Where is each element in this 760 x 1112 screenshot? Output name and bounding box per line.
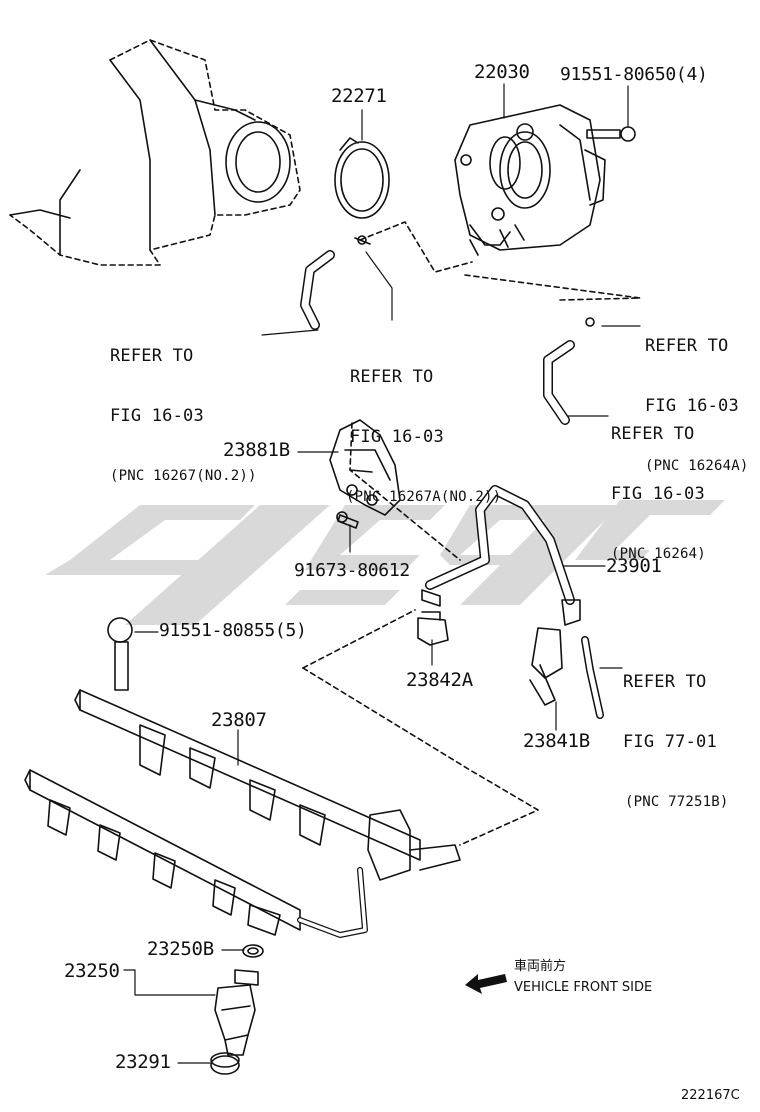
label-23842A: 23842A (406, 669, 473, 691)
refer-line2: FIG 16-03 (110, 406, 204, 426)
label-91673-80612: 91673-80612 (294, 560, 410, 581)
intake-manifold (9, 39, 301, 266)
label-23841B: 23841B (523, 730, 590, 752)
bolt-91551-80855 (107, 617, 133, 691)
bolt-91551-80650 (586, 126, 636, 142)
refer-line2: FIG 77-01 (623, 732, 717, 752)
label-23250: 23250 (64, 960, 120, 982)
vehicle-front-en: VEHICLE FRONT SIDE (514, 980, 653, 995)
front-direction-arrow-icon (465, 974, 507, 994)
label-23901: 23901 (606, 555, 662, 577)
refer-block-16267A: REFER TO FIG 16-03 (PNC 16267A(NO.2)) (346, 327, 501, 527)
oring-23291 (210, 1052, 240, 1075)
refer-line2: FIG 16-03 (611, 484, 705, 504)
label-23250B: 23250B (147, 938, 214, 960)
vacuum-hose-23901 (421, 485, 581, 626)
refer-line3: (PNC 77251B) (625, 794, 729, 810)
refer-line2: FIG 16-03 (645, 396, 739, 416)
fuel-rail-23807 (74, 689, 461, 881)
refer-block-16264: REFER TO FIG 16-03 (PNC 16264) (611, 384, 706, 584)
sensor-23841B (529, 627, 563, 706)
label-91551-80855: 91551-80855(5) (159, 620, 307, 641)
refer-block-77251B: REFER TO FIG 77-01 (PNC 77251B) (623, 632, 729, 832)
hose-16267 (300, 250, 335, 330)
refer-line1: REFER TO (645, 336, 729, 356)
refer-line3: (PNC 16267A(NO.2)) (346, 489, 502, 505)
refer-line1: REFER TO (623, 672, 707, 692)
refer-line1: REFER TO (350, 367, 434, 387)
gasket-23250B (242, 944, 264, 958)
refer-line1: REFER TO (611, 424, 695, 444)
label-22271: 22271 (331, 85, 387, 107)
bolt-91673-80612 (336, 511, 359, 529)
sensor-23842A (417, 611, 449, 646)
refer-block-16264A: REFER TO FIG 16-03 (PNC 16264A) (645, 296, 749, 496)
label-22030: 22030 (474, 61, 530, 83)
label-23881B: 23881B (223, 439, 290, 461)
refer-block-16267: REFER TO FIG 16-03 (PNC 16267(NO.2)) (110, 306, 257, 506)
refer-line3: (PNC 16267(NO.2)) (110, 468, 257, 484)
hose-16264 (543, 340, 575, 425)
vehicle-front-jp: 車両前方 (514, 959, 567, 974)
figure-code: 222167C (681, 1088, 740, 1103)
refer-line3: (PNC 16264A) (645, 458, 749, 474)
label-23807: 23807 (211, 709, 267, 731)
clip-16264A (585, 317, 595, 327)
leader-lines (123, 83, 641, 1064)
fuel-rail-lower (24, 769, 368, 938)
label-23291: 23291 (115, 1051, 171, 1073)
gasket-22271 (334, 137, 390, 219)
refer-line2: FIG 16-03 (350, 427, 444, 447)
label-91551-80650: 91551-80650(4) (560, 64, 708, 85)
refer-line3: (PNC 16264) (611, 546, 706, 562)
throttle-body-22030 (454, 104, 606, 256)
hose-77251B (581, 636, 604, 719)
refer-line1: REFER TO (110, 346, 194, 366)
bracket-23881B (329, 419, 401, 516)
injector-23250 (214, 969, 259, 1056)
